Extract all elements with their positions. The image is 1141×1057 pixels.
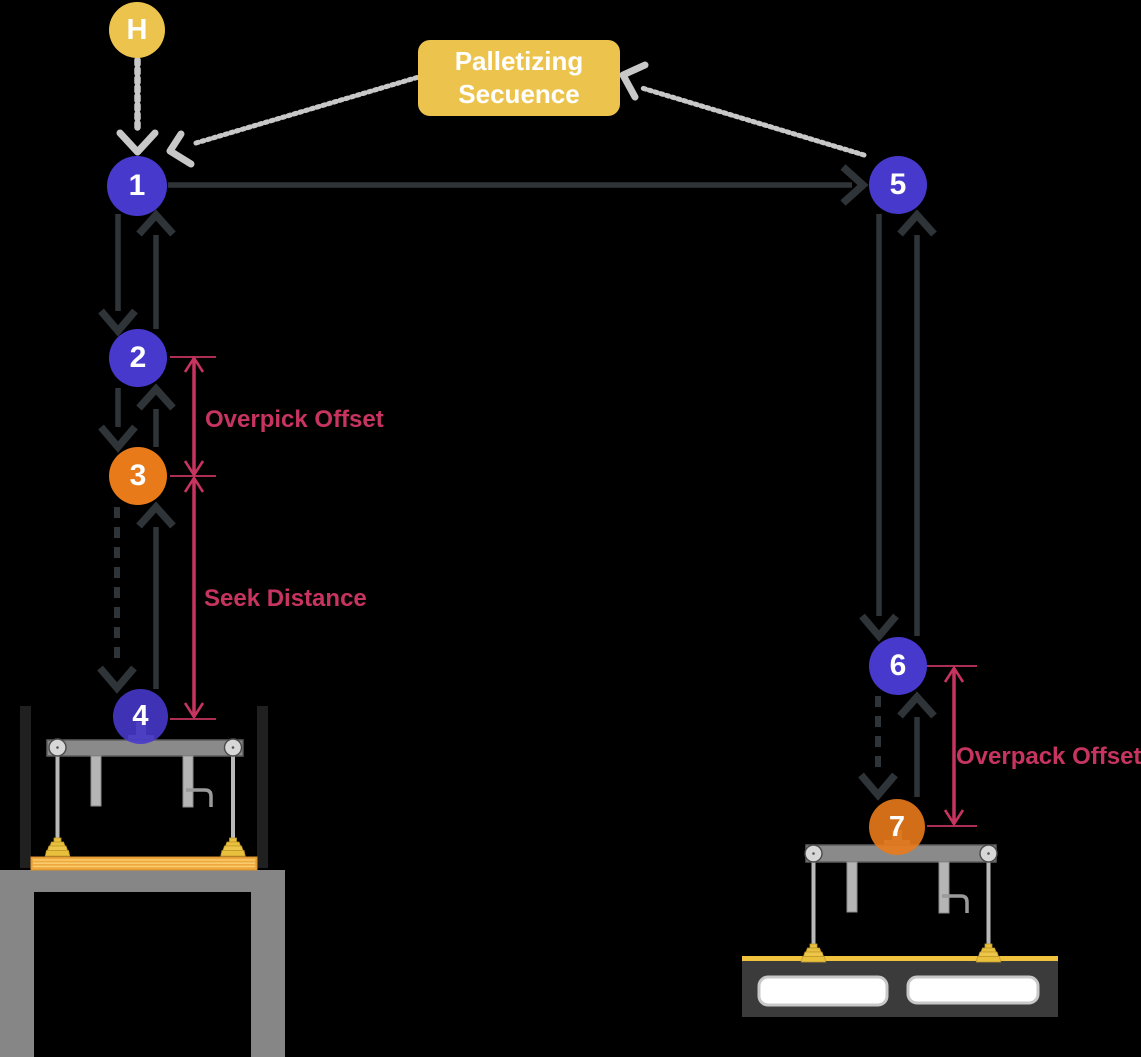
- arrowhead-down: [859, 613, 899, 642]
- pulley-pin: [231, 746, 235, 749]
- measure-arrowhead-down: [943, 809, 965, 827]
- arrowhead-up: [897, 209, 937, 237]
- measure-arrowhead-down: [183, 702, 205, 720]
- table-top: [0, 870, 285, 892]
- arrowhead-right: [840, 164, 869, 206]
- arrowhead-up: [136, 501, 176, 529]
- palletizing-sequence-box: Palletizing Secuence: [418, 40, 620, 116]
- suction-cup: [44, 837, 71, 857]
- node-2: 2: [109, 329, 167, 387]
- motion-arrows: [97, 164, 937, 801]
- arrowhead-down: [858, 772, 898, 801]
- sequence-box-line2: Secuence: [458, 79, 580, 109]
- pulley-pin: [812, 852, 815, 855]
- arrowhead-up: [136, 383, 176, 411]
- sequence-links: [116, 56, 867, 168]
- dotted-line-box-to-1: [193, 75, 420, 146]
- gripper-rod: [55, 756, 60, 838]
- pick-stand: [0, 706, 285, 1057]
- magazine-post-left: [20, 706, 31, 868]
- chevron-left: [619, 61, 649, 101]
- table-leg-right: [251, 890, 285, 1057]
- pulley-pin: [56, 746, 59, 749]
- arrowhead-down: [97, 665, 137, 694]
- gripper-bar: [182, 755, 194, 808]
- gripper-rod: [986, 862, 991, 944]
- arrowhead-down: [98, 424, 138, 453]
- seek-distance-label: Seek Distance: [204, 585, 367, 612]
- chevron-left-down: [166, 130, 195, 168]
- node-home: H: [109, 2, 165, 58]
- measure-arrowhead-up: [183, 475, 205, 493]
- suction-cup: [800, 943, 827, 963]
- sensor-hook: [942, 894, 969, 913]
- chevron-down: [116, 129, 159, 156]
- sequence-box-line1: Palletizing: [454, 46, 584, 76]
- measure-arrowhead-up: [183, 355, 205, 373]
- arrowhead-down: [98, 308, 138, 337]
- measure-arrowhead-up: [943, 665, 965, 683]
- overpack-offset-label: Overpack Offset: [956, 743, 1141, 770]
- pallet-top-strip: [742, 956, 1058, 961]
- node-1: 1: [107, 156, 167, 216]
- gripper-rod: [231, 756, 235, 838]
- overpick-offset-label: Overpick Offset: [205, 406, 384, 433]
- node-6: 6: [869, 637, 927, 695]
- node-4: 4: [113, 689, 168, 744]
- node-3: 3: [109, 447, 167, 505]
- sensor-hook: [186, 788, 213, 807]
- measure-arrowhead-down: [183, 460, 205, 478]
- table-leg-left: [0, 890, 34, 1057]
- gripper-left: [44, 722, 246, 857]
- arrowhead-up: [897, 691, 937, 719]
- magazine-post-right: [257, 706, 268, 868]
- gripper-bar: [846, 861, 858, 913]
- pallet-slot-right: [906, 975, 1040, 1005]
- suction-cup: [220, 837, 246, 857]
- pulley-pin: [987, 852, 990, 855]
- pallet: [742, 956, 1058, 1017]
- node-5: 5: [869, 156, 927, 214]
- gripper-bar: [938, 861, 950, 914]
- suction-cup: [975, 943, 1002, 963]
- node-7: 7: [869, 799, 925, 855]
- arrowhead-up: [136, 209, 176, 237]
- gripper-bar: [90, 755, 102, 807]
- pallet-slot-left: [757, 975, 889, 1007]
- gripper-rod: [811, 862, 816, 944]
- measurements: [170, 355, 977, 827]
- dotted-line-5-to-box: [639, 85, 867, 158]
